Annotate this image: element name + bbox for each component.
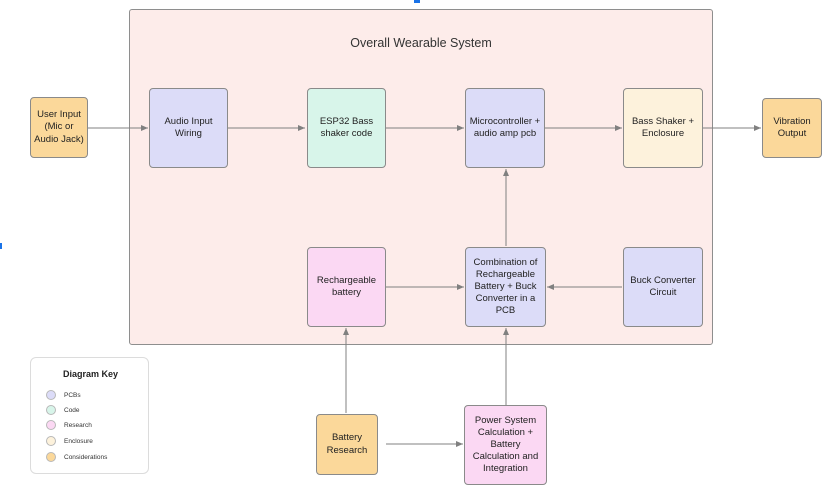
key-item-research: Research — [46, 419, 92, 431]
vibration-output-node[interactable]: Vibration Output — [762, 98, 822, 158]
key-swatch-code — [46, 405, 56, 415]
key-label-pcbs: PCBs — [64, 391, 81, 399]
user-input-label: User Input (Mic or Audio Jack) — [34, 109, 84, 145]
microcontroller-node[interactable]: Microcontroller + audio amp pcb — [465, 88, 545, 168]
key-item-considerations: Considerations — [46, 451, 107, 463]
key-item-enclosure: Enclosure — [46, 435, 93, 447]
bass-shaker-label: Bass Shaker + Enclosure — [631, 115, 695, 139]
battery-research-label: Battery Research — [326, 432, 368, 456]
key-label-considerations: Considerations — [64, 453, 108, 461]
key-item-pcbs: PCBs — [46, 389, 81, 401]
key-item-code: Code — [46, 404, 80, 416]
battery-research-node[interactable]: Battery Research — [316, 414, 378, 475]
overall-system-container — [129, 9, 713, 345]
audio-input-wiring-label: Audio Input Wiring — [164, 115, 213, 139]
esp32-code-node[interactable]: ESP32 Bass shaker code — [307, 88, 386, 168]
power-system-node[interactable]: Power System Calculation + Battery Calcu… — [464, 405, 547, 485]
key-swatch-enclosure — [46, 436, 56, 446]
esp32-code-label: ESP32 Bass shaker code — [319, 115, 374, 139]
audio-input-wiring-node[interactable]: Audio Input Wiring — [149, 88, 228, 168]
buck-converter-node[interactable]: Buck Converter Circuit — [623, 247, 703, 327]
diagram-key-title: Diagram Key — [62, 369, 119, 379]
key-label-code: Code — [64, 406, 80, 414]
bass-shaker-node[interactable]: Bass Shaker + Enclosure — [623, 88, 703, 168]
selection-marker-top — [414, 0, 420, 3]
key-swatch-research — [46, 420, 56, 430]
selection-marker-left — [0, 243, 2, 249]
microcontroller-label: Microcontroller + audio amp pcb — [469, 115, 541, 139]
system-title: Overall Wearable System — [350, 36, 492, 50]
vibration-output-label: Vibration Output — [773, 115, 811, 139]
key-label-research: Research — [64, 421, 92, 429]
power-system-label: Power System Calculation + Battery Calcu… — [472, 414, 539, 475]
user-input-node[interactable]: User Input (Mic or Audio Jack) — [30, 97, 88, 158]
diagram-key: Diagram Key PCBs Code Research Enclosure… — [30, 357, 149, 474]
rechargeable-battery-label: Rechargeable battery — [316, 274, 377, 298]
key-swatch-considerations — [46, 452, 56, 462]
rechargeable-battery-node[interactable]: Rechargeable battery — [307, 247, 386, 327]
buck-converter-label: Buck Converter Circuit — [630, 274, 696, 298]
combination-pcb-label: Combination of Rechargeable Battery + Bu… — [473, 256, 538, 317]
combination-pcb-node[interactable]: Combination of Rechargeable Battery + Bu… — [465, 247, 546, 327]
key-label-enclosure: Enclosure — [64, 437, 93, 445]
key-swatch-pcbs — [46, 390, 56, 400]
